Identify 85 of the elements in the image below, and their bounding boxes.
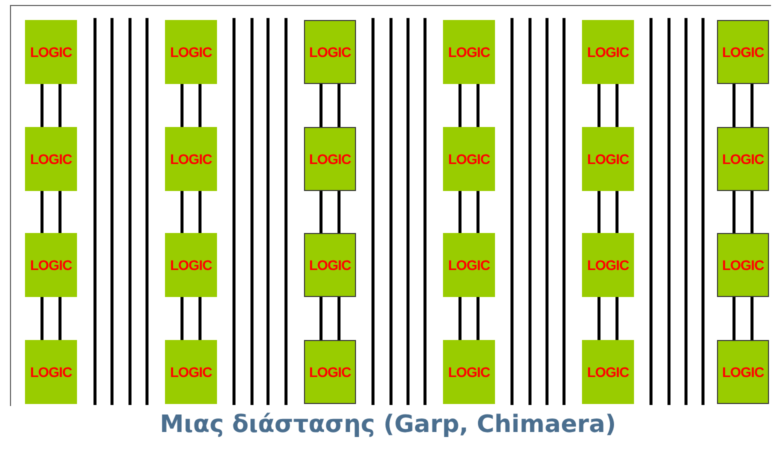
connection-line [750, 297, 754, 340]
block-label: LOGIC [170, 44, 212, 60]
logic-block [582, 233, 634, 297]
block-label: LOGIC [30, 364, 72, 380]
connection-line [320, 84, 322, 127]
connection-line [476, 84, 480, 127]
logic-block [25, 127, 77, 191]
block-label: LOGIC [448, 257, 490, 273]
logic-block [165, 233, 217, 297]
connection-line [598, 84, 600, 127]
connection-line [458, 84, 462, 127]
block-label: LOGIC [448, 44, 490, 60]
connection-line [58, 297, 62, 340]
connection-line [198, 191, 202, 233]
connection-line [750, 191, 754, 233]
block-label: LOGIC [587, 364, 629, 380]
connection-line [732, 191, 736, 233]
block-label: LOGIC [30, 257, 72, 273]
block-label: LOGIC [170, 364, 212, 380]
block-label: LOGIC [587, 257, 629, 273]
logic-block [25, 20, 77, 84]
connection-line [616, 84, 618, 127]
logic-block [717, 20, 769, 84]
connection-line [58, 191, 62, 233]
logic-block [165, 127, 217, 191]
logic-block [717, 233, 769, 297]
connection-line [198, 297, 202, 340]
logic-block [582, 20, 634, 84]
caption: Μιας διάστασης (Garp, Chimaera) [160, 410, 616, 438]
connection-line [732, 84, 736, 127]
block-label: LOGIC [170, 257, 212, 273]
block-label: LOGIC [448, 364, 490, 380]
logic-block [717, 127, 769, 191]
connection-line [598, 297, 600, 340]
logic-block [443, 340, 495, 404]
connection-line [458, 191, 462, 233]
logic-block [165, 340, 217, 404]
connection-line [338, 191, 340, 233]
connection-line [338, 84, 340, 127]
connection-line [320, 191, 322, 233]
block-label: LOGIC [30, 151, 72, 167]
logic-block [304, 20, 356, 84]
connection-line [732, 297, 736, 340]
connection-line [40, 84, 44, 127]
block-label: LOGIC [309, 257, 351, 273]
connection-line [320, 297, 322, 340]
block-label: LOGIC [587, 151, 629, 167]
connection-line [476, 191, 480, 233]
connection-line [58, 84, 62, 127]
logic-block [582, 127, 634, 191]
connection-line [40, 191, 44, 233]
connection-line [458, 297, 462, 340]
logic-block [443, 233, 495, 297]
connection-line [180, 297, 184, 340]
connection-line [616, 191, 618, 233]
block-label: LOGIC [170, 151, 212, 167]
block-label: LOGIC [722, 44, 764, 60]
logic-block [165, 20, 217, 84]
logic-block [717, 340, 769, 404]
logic-block [25, 340, 77, 404]
connection-line [180, 191, 184, 233]
logic-block [582, 340, 634, 404]
logic-block [304, 340, 356, 404]
block-label: LOGIC [309, 364, 351, 380]
block-label: LOGIC [309, 44, 351, 60]
connection-line [40, 297, 44, 340]
connection-line [598, 191, 600, 233]
block-label: LOGIC [448, 151, 490, 167]
connection-line [476, 297, 480, 340]
block-label: LOGIC [587, 44, 629, 60]
connection-line [750, 84, 754, 127]
connection-line [616, 297, 618, 340]
block-label: LOGIC [722, 257, 764, 273]
connection-line [198, 84, 202, 127]
logic-block [304, 233, 356, 297]
block-label: LOGIC [722, 364, 764, 380]
logic-block [304, 127, 356, 191]
logic-block [443, 20, 495, 84]
logic-block [25, 233, 77, 297]
connection-line [180, 84, 184, 127]
connection-line [338, 297, 340, 340]
block-label: LOGIC [309, 151, 351, 167]
block-label: LOGIC [30, 44, 72, 60]
logic-block [443, 127, 495, 191]
block-label: LOGIC [722, 151, 764, 167]
